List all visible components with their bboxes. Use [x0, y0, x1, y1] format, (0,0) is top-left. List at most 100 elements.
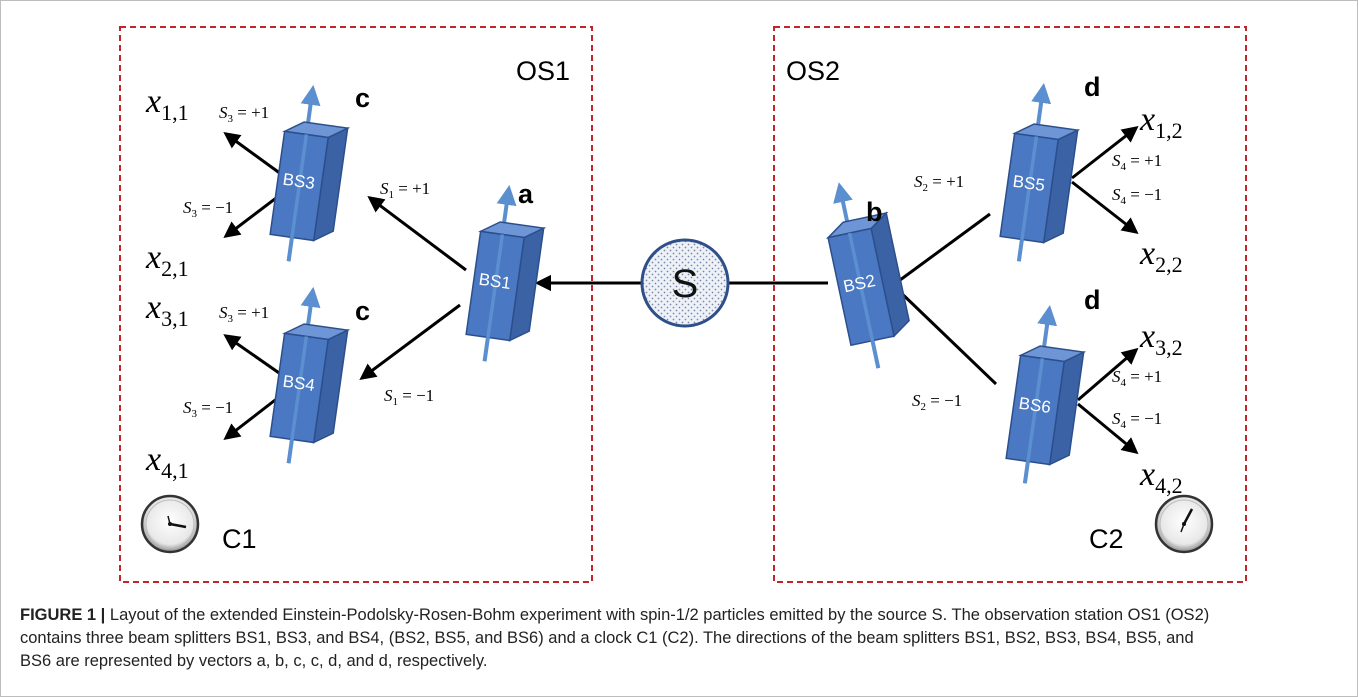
svg-text:S2 = +1: S2 = +1 — [914, 172, 964, 194]
svg-text:S4 = +1: S4 = +1 — [1112, 367, 1162, 389]
beam-splitter-bs3: BS3 — [269, 84, 351, 262]
spin-label-s4-plus-top: S4 = +1 — [1112, 151, 1162, 173]
spin-label-s3-plus-top: S3 = +1 — [219, 103, 269, 125]
output-x32: x3,2 — [1139, 318, 1183, 360]
svg-text:x4,1: x4,1 — [145, 441, 189, 483]
output-x31-sub: 3,1 — [161, 306, 189, 331]
svg-text:S3 = −1: S3 = −1 — [183, 198, 233, 220]
spin-value: +1 — [1144, 151, 1162, 170]
output-x21-sub: 2,1 — [161, 256, 189, 281]
spin-label-s3-minus-top: S3 = −1 — [183, 198, 233, 220]
caption-label: FIGURE 1 | — [20, 606, 106, 624]
beam-bs1-to-bs3 — [367, 196, 467, 272]
svg-text:S3 = +1: S3 = +1 — [219, 303, 269, 325]
spin-label-s4-minus-bot: S4 = −1 — [1112, 409, 1162, 431]
axis-arrow-front — [286, 134, 309, 262]
beam-bs6-up — [1077, 347, 1139, 402]
output-x12: x1,2 — [1139, 101, 1183, 143]
beam-bs5-up — [1071, 125, 1139, 180]
beam-bs5-down — [1071, 180, 1139, 235]
svg-text:S4 = −1: S4 = −1 — [1112, 409, 1162, 431]
direction-label-c-top: c — [355, 83, 370, 113]
direction-label-d-top: d — [1084, 72, 1101, 102]
svg-text:x1,1: x1,1 — [145, 83, 189, 125]
output-x42-sub: 4,2 — [1155, 473, 1183, 498]
spin-label-s2-minus: S2 = −1 — [912, 391, 962, 413]
spin-value: +1 — [251, 303, 269, 322]
caption-text-2: contains three beam splitters BS1, BS3, … — [20, 629, 1194, 647]
svg-text:S1 = −1: S1 = −1 — [384, 386, 434, 408]
source-label: S — [672, 262, 699, 306]
spin-label-s2-plus: S2 = +1 — [914, 172, 964, 194]
spin-label-s4-plus-bot: S4 = +1 — [1112, 367, 1162, 389]
output-x22-sub: 2,2 — [1155, 252, 1183, 277]
spin-value: −1 — [416, 386, 434, 405]
output-x11-sub: 1,1 — [161, 100, 189, 125]
output-x41: x4,1 — [145, 441, 189, 483]
spin-value: −1 — [215, 398, 233, 417]
spin-value: −1 — [1144, 185, 1162, 204]
beam-splitter-bs1: BS1 — [465, 184, 547, 362]
output-x21: x2,1 — [145, 239, 189, 281]
output-x42: x4,2 — [1139, 456, 1183, 498]
output-x32-sub: 3,2 — [1155, 335, 1183, 360]
beam-splitter-bs2: BS2 — [825, 182, 910, 369]
spin-label-s3-plus-bot: S3 = +1 — [219, 303, 269, 325]
spin-value: −1 — [1144, 409, 1162, 428]
svg-text:x4,2: x4,2 — [1139, 456, 1183, 498]
caption-text-1: Layout of the extended Einstein-Podolsky… — [109, 606, 1210, 624]
spin-label-s3-minus-bot: S3 = −1 — [183, 398, 233, 420]
svg-text:x3,1: x3,1 — [145, 289, 189, 331]
spin-label-s1-plus: S1 = +1 — [380, 179, 430, 201]
svg-text:x2,1: x2,1 — [145, 239, 189, 281]
diagram: OS1 OS2 S BS3 BS4 BS1 — [119, 26, 1247, 583]
beam-splitter-bs6: BS6 — [1005, 304, 1087, 484]
axis-arrow-front — [286, 336, 309, 464]
svg-text:S1 = +1: S1 = +1 — [380, 179, 430, 201]
output-x22: x2,2 — [1139, 235, 1183, 277]
svg-text:S2 = −1: S2 = −1 — [912, 391, 962, 413]
clock-c1-label: C1 — [222, 524, 257, 554]
source-circle — [640, 238, 730, 328]
spin-label-s1-minus: S1 = −1 — [384, 386, 434, 408]
beam-bs2-to-bs6 — [894, 286, 998, 386]
output-x41-sub: 4,1 — [161, 458, 189, 483]
station-os2-label: OS2 — [786, 56, 840, 86]
spin-value: +1 — [1144, 367, 1162, 386]
spin-value: −1 — [944, 391, 962, 410]
svg-text:S4 = −1: S4 = −1 — [1112, 185, 1162, 207]
svg-text:x1,2: x1,2 — [1139, 101, 1183, 143]
station-os1-box — [119, 26, 593, 583]
direction-label-c-bottom: c — [355, 296, 370, 326]
station-os2-box — [773, 26, 1247, 583]
spin-value: +1 — [946, 172, 964, 191]
bs1-label: BS1 — [478, 270, 512, 293]
caption-text-3: BS6 are represented by vectors a, b, c, … — [20, 652, 488, 670]
spin-value: +1 — [251, 103, 269, 122]
beam-bs6-down — [1077, 402, 1139, 455]
svg-text:S4 = +1: S4 = +1 — [1112, 151, 1162, 173]
axis-arrow-front — [847, 232, 881, 369]
spin-value: −1 — [215, 198, 233, 217]
svg-text:S3 = +1: S3 = +1 — [219, 103, 269, 125]
svg-text:x3,2: x3,2 — [1139, 318, 1183, 360]
axis-arrow-front — [1023, 358, 1045, 484]
clock-c2-label: C2 — [1089, 524, 1124, 554]
spin-value: +1 — [412, 179, 430, 198]
beam-bs1-to-bs4 — [359, 303, 461, 380]
beam-splitter-bs5: BS5 — [999, 82, 1081, 262]
direction-label-a: a — [518, 179, 534, 209]
spin-label-s4-minus-top: S4 = −1 — [1112, 185, 1162, 207]
station-os1-label: OS1 — [516, 56, 570, 86]
beam-splitter-bs4: BS4 — [269, 286, 351, 464]
beam-bs2-to-bs5 — [895, 212, 991, 285]
clock-c1-icon — [140, 494, 200, 554]
bs3-label: BS3 — [282, 170, 316, 193]
axis-arrow-front — [1017, 136, 1039, 262]
bs5-label: BS5 — [1012, 172, 1046, 195]
output-x12-sub: 1,2 — [1155, 118, 1183, 143]
clock-c2-icon — [1154, 494, 1214, 554]
axis-arrow-front — [482, 234, 505, 362]
figure-caption: FIGURE 1 | Layout of the extended Einste… — [20, 604, 1338, 673]
direction-label-d-bottom: d — [1084, 285, 1101, 315]
